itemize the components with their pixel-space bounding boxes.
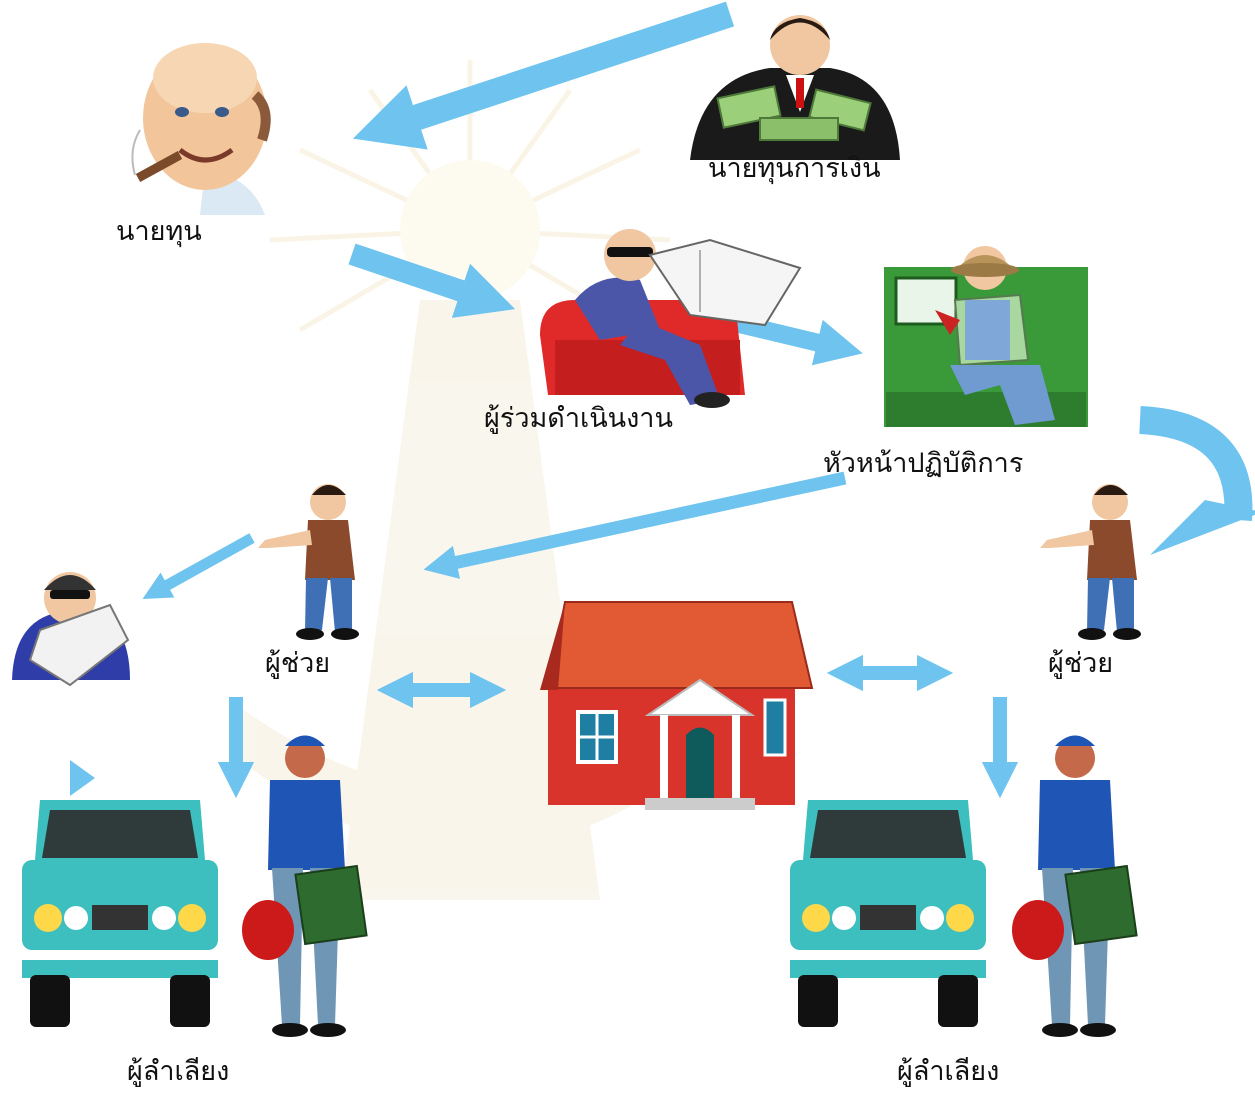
transporter-right-label: ผู้ลำเลียง xyxy=(897,1056,1000,1087)
gesturing-man-icon xyxy=(258,484,359,640)
teal-car-icon xyxy=(22,800,218,1027)
arrow-financier-to-capitalist xyxy=(352,1,735,150)
businessman-money-icon xyxy=(690,68,900,160)
assistant-right-label: ผู้ช่วย xyxy=(1048,648,1114,679)
operations-head-label: หัวหน้าปฏิบัติการ xyxy=(823,448,1024,479)
sunglasses-man-paper-icon xyxy=(12,572,130,687)
emblem-base-icon xyxy=(230,700,710,850)
transporter-left-label: ผู้ลำเลียง xyxy=(127,1056,230,1087)
small-triangle-arrow-icon xyxy=(70,760,95,796)
red-house-icon xyxy=(540,601,814,810)
teal-car-icon xyxy=(790,800,986,1027)
assistant-left-label: ผู้ช่วย xyxy=(265,648,331,679)
arrow-assistant-to-boss xyxy=(142,533,255,599)
curved-arrow-shaft xyxy=(1139,406,1253,522)
arrow-operations-head-to-assistant xyxy=(423,471,847,579)
courier-with-bags-icon xyxy=(1012,735,1138,1037)
courier-with-bags-icon xyxy=(242,735,368,1037)
gesturing-man-icon xyxy=(1040,484,1141,640)
emblem-pedestal-icon xyxy=(340,300,600,900)
co-operator-label: ผู้ร่วมดำเนินงาน xyxy=(484,403,673,434)
financier-label: นายทุนการเงิน xyxy=(708,153,881,184)
curved-arrow-head-icon xyxy=(1150,500,1255,555)
capitalist-label: นายทุน xyxy=(116,216,202,247)
arrow-capitalist-to-cooperator xyxy=(348,243,516,318)
arrow-cooperator-to-operations-head xyxy=(732,314,863,366)
